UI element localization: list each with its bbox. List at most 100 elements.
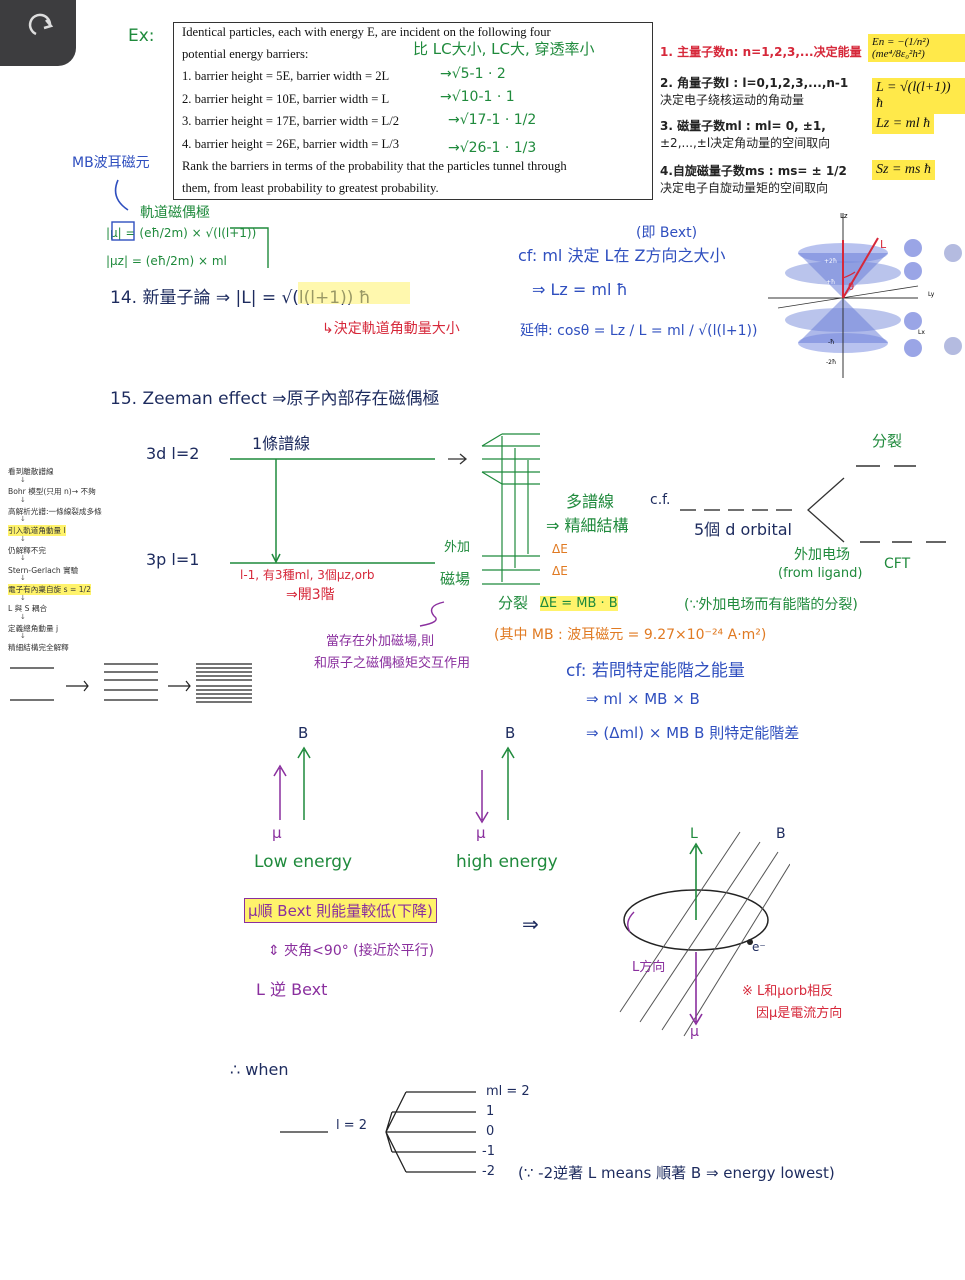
highlight	[298, 282, 410, 304]
side-note: 仍解釋不完	[8, 546, 46, 555]
bohr-value: (其中 MB : 波耳磁元 = 9.27×10⁻²⁴ A·m²)	[494, 627, 767, 643]
energy-expr: ⇒ ml × MB × B	[586, 690, 700, 708]
redo-icon	[28, 13, 54, 36]
decide-note: ↳決定軌道角動量大小	[322, 321, 460, 337]
split-top: 分裂	[872, 432, 903, 450]
side-note: L 與 S 耦合	[8, 604, 48, 613]
orbit-l: L	[690, 826, 698, 842]
mu-label: μ	[272, 824, 282, 842]
delta-e-equation: ΔE = MB · B	[540, 596, 618, 611]
delta-e: ΔE	[552, 564, 568, 578]
ext-field: 外加电场	[794, 547, 850, 563]
problem-item: 4. barrier height = 26E, barrier width =…	[182, 137, 400, 151]
cone-label: Lz	[840, 212, 848, 220]
interact-note: 和原子之磁偶極矩交互作用	[314, 656, 471, 671]
add-field-1: 外加	[444, 540, 471, 555]
qn-item: 3. 磁量子数ml : ml= 0, ±1,	[660, 119, 826, 133]
down-arrow-icon: ↓	[20, 515, 26, 523]
orbit-note: ※ L和μorb相反	[742, 984, 834, 999]
orbit-l-dir: L方向	[632, 960, 666, 975]
electron-orbit-diagram	[619, 831, 790, 1037]
down-arrow-icon: ↓	[20, 613, 26, 621]
formula-En: En = −(1/n²)(me⁴/8ε₀²h²)	[868, 34, 965, 62]
orbit-mu: μ	[690, 1024, 699, 1040]
cone-label: -2ħ	[826, 359, 836, 366]
when-field: 當存在外加磁場,則	[326, 634, 435, 649]
orbital-dipole: 軌道磁偶極	[140, 205, 210, 221]
side-note: Bohr 模型(只用 n)→ 不夠	[8, 487, 96, 496]
ml-level: 1	[486, 1104, 495, 1119]
five-d: 5個 d orbital	[694, 520, 793, 539]
energy-diff: ⇒ (Δml) × MB B 則特定能階差	[586, 724, 800, 742]
down-arrow-icon: ↓	[20, 632, 26, 640]
qn-item: 4.自旋磁量子数ms : ms= ± 1/2	[660, 164, 847, 178]
qn-item: 决定电子绕核运动的角动量	[660, 93, 805, 107]
low-energy: Low energy	[254, 852, 353, 872]
ex-label: Ex:	[128, 26, 155, 46]
tunnel-answer: →√10-1 · 1	[440, 89, 515, 105]
problem-line: them, from least probability to greatest…	[182, 181, 439, 195]
cf-line1: cf: ml 決定 L在 Z方向之大小	[518, 246, 726, 265]
side-note: 精細結構完全解釋	[8, 643, 69, 652]
side-note: 看到離散譜線	[8, 467, 54, 476]
problem-line: Rank the barriers in terms of the probab…	[182, 159, 567, 173]
side-note: 電子有內稟自旋 s = 1/2	[8, 584, 91, 595]
bext-note: (即 Bext)	[636, 225, 698, 241]
mu-eq: |μ| = (eħ/2m) × √(l(l+1))	[106, 226, 257, 240]
orbit-electron: e⁻	[752, 940, 766, 954]
ml-level: ml = 2	[486, 1084, 530, 1099]
cf-energy: cf: 若問特定能階之能量	[566, 661, 745, 681]
problem-line: Identical particles, each with energy E,…	[182, 25, 551, 39]
problem-item: 2. barrier height = 10E, barrier width =…	[182, 92, 390, 106]
mu-bext-note: μ順 Bext 則能量較低(下降)	[244, 898, 437, 923]
zeeman-diagram	[230, 433, 540, 585]
multi-lines: 多譜線	[566, 492, 615, 511]
level-3p: 3p l=1	[146, 550, 200, 569]
l-equals-2: l = 2	[336, 1118, 368, 1133]
down-arrow-icon: ↓	[20, 574, 26, 582]
split-reason: (∵外加电场而有能階的分裂)	[684, 597, 858, 613]
back-button[interactable]	[0, 0, 76, 66]
tunnel-answer: →√17-1 · 1/2	[448, 112, 537, 128]
qn-item: 2. 角量子数l : l=0,1,2,3,...,n-1	[660, 76, 849, 90]
side-note: 引入軌道角動量 l	[8, 525, 66, 536]
down-arrow-icon: ↓	[20, 594, 26, 602]
fine-structure: ⇒ 精細結構	[546, 516, 629, 535]
ml-note: l-1, 有3種ml, 3個μz,orb	[240, 568, 375, 582]
when-label: ∴ when	[230, 1060, 289, 1079]
side-note: 高解析光譜:一條線裂成多條	[8, 507, 102, 516]
link-curl	[419, 601, 445, 627]
mu-label: μ	[476, 824, 486, 842]
tunnel-answer: →√5-1 · 2	[440, 66, 506, 82]
handwritten-compare: 比 LC大小, LC大, 穿透率小	[413, 40, 595, 58]
split-label: 分裂	[498, 594, 529, 612]
orbit-b: B	[776, 826, 786, 842]
high-energy: high energy	[456, 852, 558, 872]
problem-item: 1. barrier height = 5E, barrier width = …	[182, 69, 390, 83]
angle-note: ⇕ 夾角<90° (接近於平行)	[268, 943, 435, 959]
cone-label: Lx	[918, 329, 925, 336]
l-bext-note: L 逆 Bext	[256, 980, 328, 999]
open-3: ⇒開3階	[286, 587, 335, 603]
b-label: B	[298, 724, 309, 742]
b-label: B	[505, 724, 516, 742]
bohr-connector	[111, 179, 269, 268]
cone-label: +2ħ	[824, 258, 837, 265]
cf-line3: 延伸: cosθ = Lz / L = ml / √(l(l+1))	[520, 323, 758, 339]
side-note: 定義總角動量 j	[8, 624, 59, 633]
formula-Lz: Lz = ml ħ	[872, 114, 935, 134]
side-note: Stern-Gerlach 實驗	[8, 566, 79, 575]
implies-arrow: ⇒	[522, 912, 539, 936]
delta-e: ΔE	[552, 542, 568, 556]
cft-label: CFT	[884, 556, 911, 572]
level-3d: 3d l=2	[146, 444, 200, 463]
cone-label: θ	[848, 282, 854, 293]
qn-item: 1. 主量子数n: n=1,2,3,...决定能量	[660, 45, 862, 59]
angular-momentum-cone-diagram: Lz L θ +2ħ +ħ -ħ -2ħ Ly Lx	[768, 212, 962, 378]
cone-label: -ħ	[828, 339, 834, 346]
cf-line2: ⇒ Lz = ml ħ	[532, 280, 628, 299]
problem-line: potential energy barriers:	[182, 47, 309, 61]
cone-label: +ħ	[826, 279, 835, 286]
zeeman-title: 15. Zeeman effect ⇒原子內部存在磁偶極	[110, 389, 440, 409]
cft-diagram	[680, 465, 946, 543]
